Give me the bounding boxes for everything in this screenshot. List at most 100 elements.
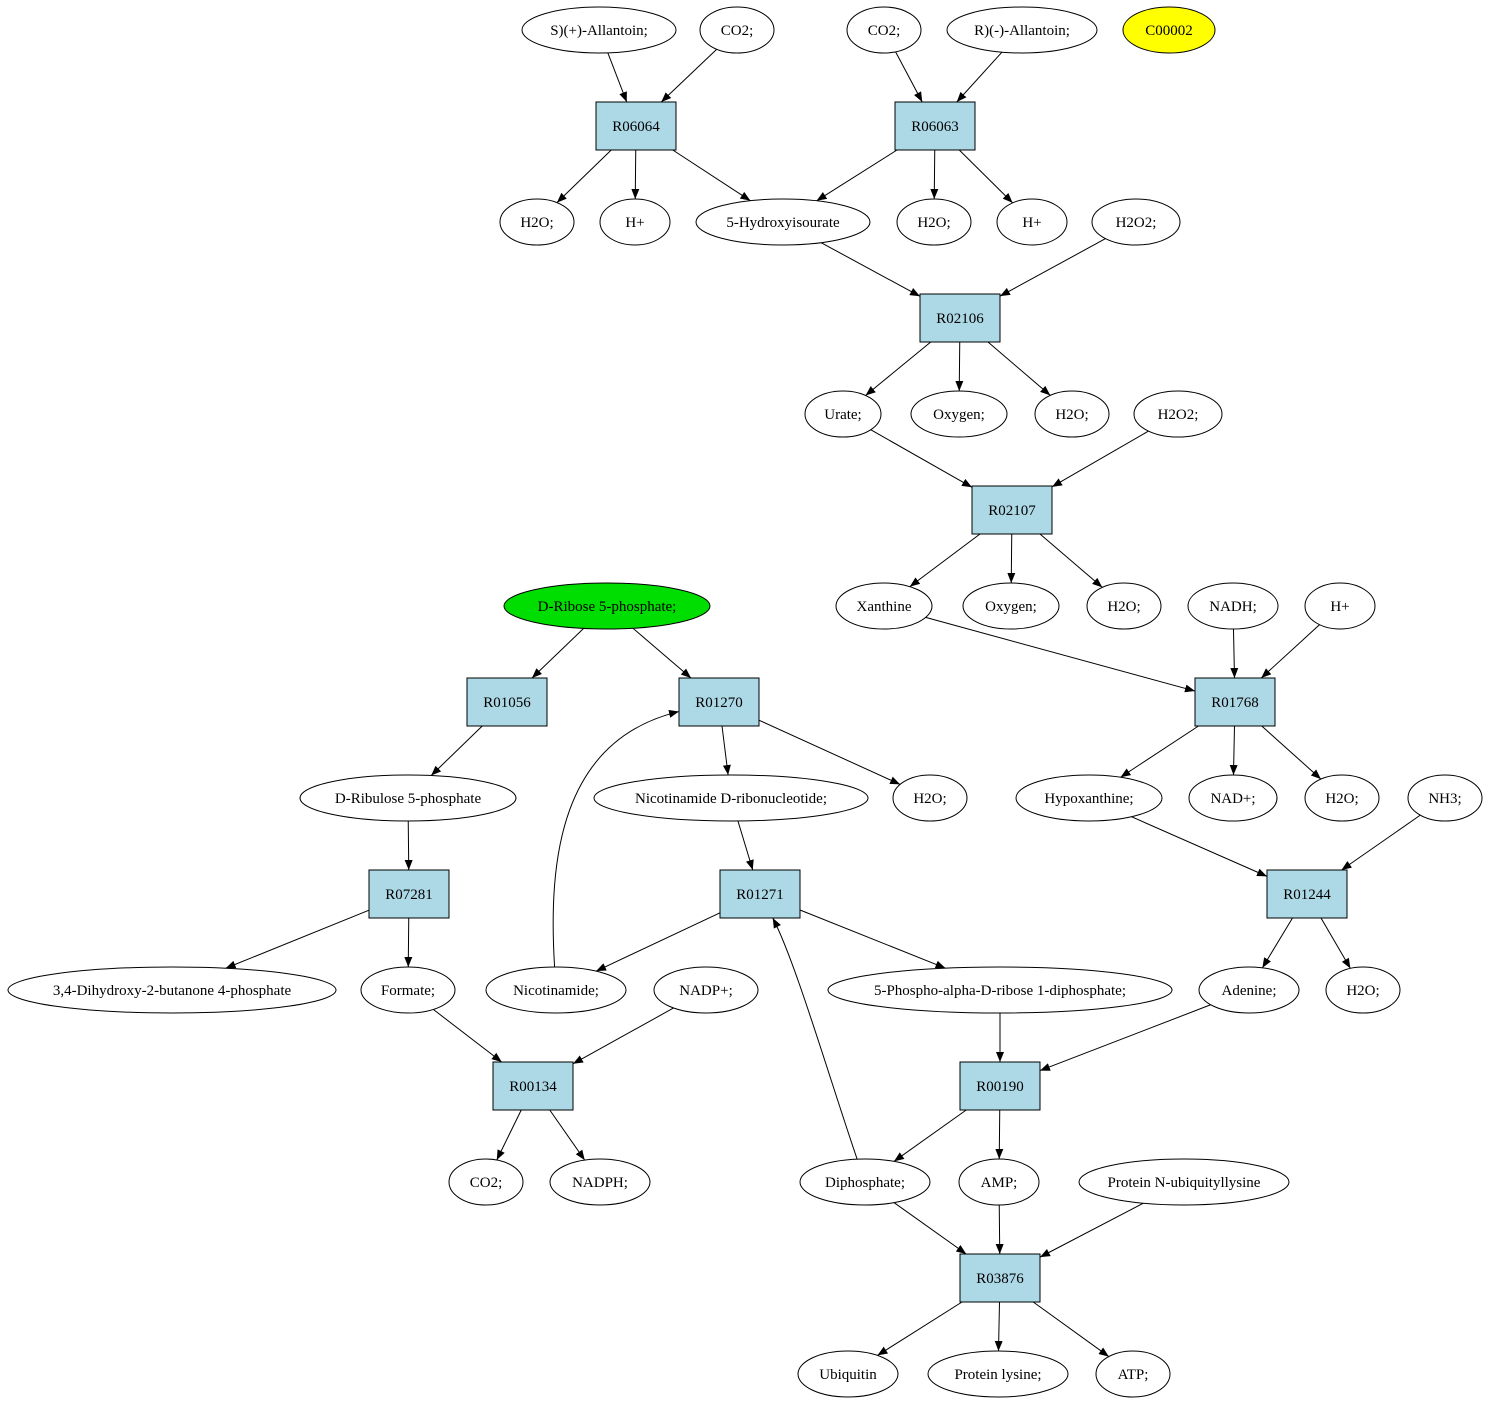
edge-R06064-to-hplus_a <box>631 149 640 200</box>
reaction-node-R02107[interactable]: R02107 <box>971 485 1053 535</box>
edge-R06064-to-h2o_a <box>556 149 612 203</box>
reaction-node-R06063[interactable]: R06063 <box>894 101 976 151</box>
compound-shape <box>910 390 1008 438</box>
edge-nh3-to-R01244 <box>1341 814 1421 871</box>
compound-node-hplus_b[interactable]: H+ <box>996 198 1068 246</box>
compound-node-h2o_f[interactable]: H2O; <box>1304 774 1380 822</box>
compound-node-protein_ub[interactable]: Protein N-ubiquityllysine <box>1078 1158 1290 1206</box>
compound-node-ribulose5p[interactable]: D-Ribulose 5-phosphate <box>299 774 517 822</box>
compound-node-dhbp[interactable]: 3,4-Dihydroxy-2-butanone 4-phosphate <box>7 966 337 1014</box>
compound-node-ribose5p[interactable]: D-Ribose 5-phosphate; <box>503 582 711 630</box>
compound-node-nicotinamide[interactable]: Nicotinamide; <box>485 966 627 1014</box>
compound-shape <box>1187 582 1279 630</box>
compound-shape <box>699 6 775 54</box>
compound-label: H+ <box>1330 599 1349 615</box>
compound-node-adenine[interactable]: Adenine; <box>1198 966 1300 1014</box>
compound-node-hplus_c[interactable]: H+ <box>1304 582 1376 630</box>
reaction-node-R06064[interactable]: R06064 <box>595 101 677 151</box>
compound-node-formate[interactable]: Formate; <box>360 966 456 1014</box>
reaction-node-R03876[interactable]: R03876 <box>959 1253 1041 1303</box>
compound-node-nh3[interactable]: NH3; <box>1407 774 1483 822</box>
reaction-label: R00134 <box>509 1079 557 1095</box>
compound-node-protein_lys[interactable]: Protein lysine; <box>927 1350 1069 1398</box>
compound-node-urate[interactable]: Urate; <box>804 390 882 438</box>
compound-shape <box>360 966 456 1014</box>
reaction-node-R01056[interactable]: R01056 <box>466 677 548 727</box>
compound-label: H2O; <box>913 791 946 807</box>
reaction-node-R02106[interactable]: R02106 <box>919 293 1001 343</box>
edge-co2_b-to-R06063 <box>895 51 923 103</box>
compound-node-h2o2_b[interactable]: H2O2; <box>1133 390 1223 438</box>
compound-node-nadpplus[interactable]: NADP+; <box>653 966 759 1014</box>
compound-shape <box>599 198 671 246</box>
edge-ribose5p-to-R01270 <box>632 627 692 679</box>
reaction-shape <box>894 101 976 151</box>
compound-node-nadplus[interactable]: NAD+; <box>1188 774 1278 822</box>
compound-shape <box>846 6 922 54</box>
compound-node-s_allantoin[interactable]: S)(+)-Allantoin; <box>521 6 677 54</box>
compound-node-c00002[interactable]: C00002 <box>1122 6 1216 54</box>
compound-node-co2_a[interactable]: CO2; <box>699 6 775 54</box>
compound-node-nadph[interactable]: NADPH; <box>549 1158 651 1206</box>
compound-node-xanthine[interactable]: Xanthine <box>835 582 933 630</box>
compound-node-r_allantoin[interactable]: R)(-)-Allantoin; <box>946 6 1098 54</box>
compound-node-h2o_e[interactable]: H2O; <box>892 774 968 822</box>
compound-node-h2o_g[interactable]: H2O; <box>1325 966 1401 1014</box>
compound-label: H2O; <box>520 215 553 231</box>
compound-node-hypoxanthine[interactable]: Hypoxanthine; <box>1015 774 1163 822</box>
compound-node-nmn[interactable]: Nicotinamide D-ribonucleotide; <box>593 774 869 822</box>
compound-node-diphosphate[interactable]: Diphosphate; <box>799 1158 931 1206</box>
reaction-node-R01768[interactable]: R01768 <box>1194 677 1276 727</box>
edge-hydroxyisourate-to-R02106 <box>820 242 921 297</box>
compound-node-atp[interactable]: ATP; <box>1095 1350 1171 1398</box>
compound-label: H2O; <box>1107 599 1140 615</box>
reaction-node-R00134[interactable]: R00134 <box>492 1061 574 1111</box>
compound-node-oxygen_b[interactable]: Oxygen; <box>962 582 1060 630</box>
compound-node-h2o_c[interactable]: H2O; <box>1034 390 1110 438</box>
compound-node-hydroxyisourate[interactable]: 5-Hydroxyisourate <box>695 198 871 246</box>
compound-node-co2_b[interactable]: CO2; <box>846 6 922 54</box>
compound-shape <box>499 198 575 246</box>
edge-formate-to-R00134 <box>432 1009 503 1063</box>
compound-shape <box>996 198 1068 246</box>
reaction-label: R01270 <box>695 695 743 711</box>
compound-node-h2o_d[interactable]: H2O; <box>1086 582 1162 630</box>
edge-R02107-to-oxygen_b <box>1007 533 1016 584</box>
compound-node-co2_c[interactable]: CO2; <box>448 1158 524 1206</box>
edge-s_allantoin-to-R06064 <box>607 52 628 103</box>
compound-node-hplus_a[interactable]: H+ <box>599 198 671 246</box>
edge-R01271-to-nicotinamide <box>595 912 721 972</box>
reaction-shape <box>719 869 801 919</box>
compound-node-prpp[interactable]: 5-Phospho-alpha-D-ribose 1-diphosphate; <box>827 966 1173 1014</box>
reaction-shape <box>1194 677 1276 727</box>
reaction-node-R07281[interactable]: R07281 <box>368 869 450 919</box>
compound-node-ubiquitin[interactable]: Ubiquitin <box>797 1350 899 1398</box>
reaction-node-R01244[interactable]: R01244 <box>1266 869 1348 919</box>
reaction-label: R06063 <box>911 119 959 135</box>
reaction-label: R00190 <box>976 1079 1024 1095</box>
compound-label: H+ <box>1022 215 1041 231</box>
reaction-label: R01244 <box>1283 887 1331 903</box>
compound-shape <box>1034 390 1110 438</box>
reaction-shape <box>959 1253 1041 1303</box>
compound-shape <box>448 1158 524 1206</box>
edge-R00190-to-amp <box>995 1109 1004 1160</box>
compound-shape <box>299 774 517 822</box>
compound-node-h2o_b[interactable]: H2O; <box>896 198 972 246</box>
compound-shape <box>653 966 759 1014</box>
compound-node-h2o_a[interactable]: H2O; <box>499 198 575 246</box>
compound-node-amp[interactable]: AMP; <box>958 1158 1040 1206</box>
compound-shape <box>804 390 882 438</box>
compound-node-h2o2_a[interactable]: H2O2; <box>1091 198 1181 246</box>
compound-label: NH3; <box>1428 791 1461 807</box>
reaction-node-R01271[interactable]: R01271 <box>719 869 801 919</box>
reaction-node-R01270[interactable]: R01270 <box>678 677 760 727</box>
reaction-node-R00190[interactable]: R00190 <box>959 1061 1041 1111</box>
compound-node-nadh[interactable]: NADH; <box>1187 582 1279 630</box>
compound-node-oxygen_a[interactable]: Oxygen; <box>910 390 1008 438</box>
compound-label: NAD+; <box>1210 791 1255 807</box>
edge-R02106-to-urate <box>865 341 932 396</box>
edge-hypoxanthine-to-R01244 <box>1131 816 1268 877</box>
reaction-shape <box>959 1061 1041 1111</box>
edge-urate-to-R02107 <box>870 429 973 488</box>
